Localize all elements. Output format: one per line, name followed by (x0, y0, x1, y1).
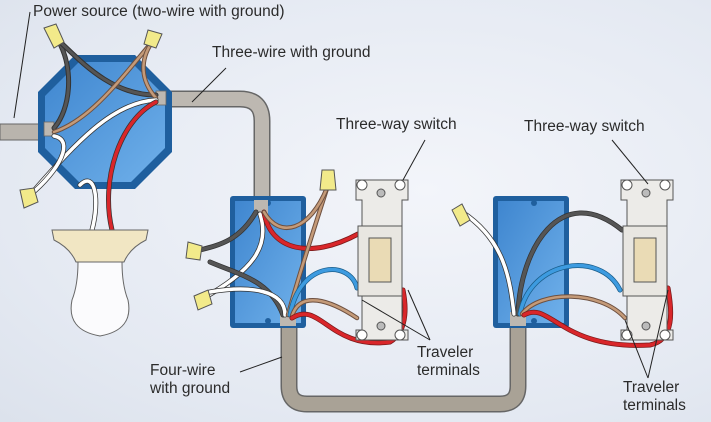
label-traveler-1-line2: terminals (417, 362, 480, 379)
bulb (70, 261, 130, 337)
label-four-wire: Four-wire with ground (150, 362, 230, 398)
label-three-wire: Three-wire with ground (212, 44, 371, 61)
three-way-switch-1 (355, 179, 409, 341)
wire-nut-icon (319, 169, 337, 191)
label-switch-2: Three-way switch (524, 118, 645, 135)
label-four-wire-line1: Four-wire (150, 362, 216, 379)
wire-nut-icon (451, 203, 471, 227)
light-fixture (51, 229, 149, 263)
label-traveler-2-line1: Traveler (623, 379, 680, 396)
wire-nut-icon (143, 29, 163, 49)
label-power-source: Power source (two-wire with ground) (33, 3, 285, 20)
leader-lines (13, 11, 669, 379)
wire-nut-icon (43, 23, 65, 49)
label-switch-1: Three-way switch (336, 116, 457, 133)
wire-nut-icon (193, 289, 213, 311)
label-traveler-1-line1: Traveler (417, 344, 474, 361)
junction-wires (27, 37, 159, 233)
label-traveler-2-line2: terminals (623, 397, 686, 414)
label-traveler-2: Traveler terminals (623, 379, 686, 415)
three-way-switch-2 (620, 179, 674, 341)
label-four-wire-line2: with ground (150, 380, 231, 397)
three-wire-cable (160, 90, 271, 205)
label-traveler-1: Traveler terminals (417, 344, 480, 380)
wire-nut-icon (185, 241, 203, 261)
wire-nut-icon (19, 187, 39, 209)
switch-box-2-wires (459, 209, 674, 348)
